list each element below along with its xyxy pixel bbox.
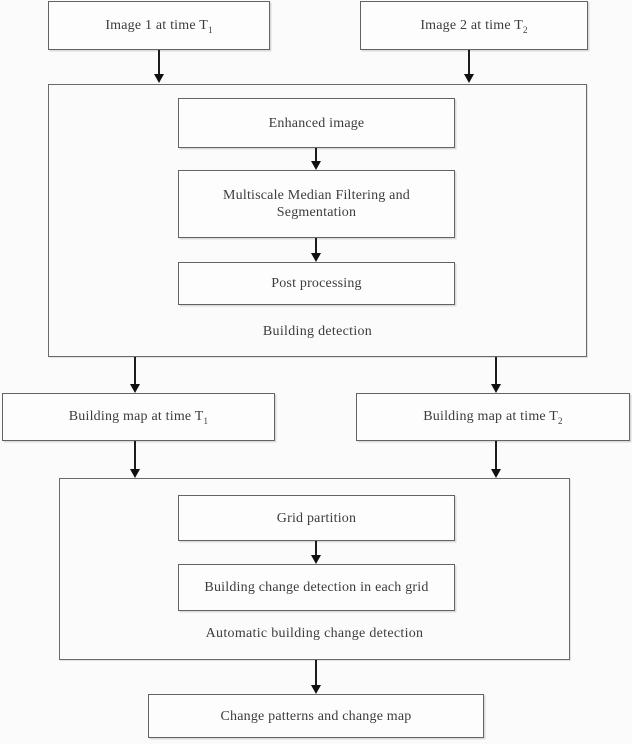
container-label-automatic-change-detection: Automatic building change detection xyxy=(205,626,424,641)
arrow-head-icon xyxy=(130,469,140,478)
arrow-head-icon xyxy=(464,74,474,83)
flow-box-grid-partition: Grid partition xyxy=(178,495,455,541)
flow-box-enhanced-image-label: Enhanced image xyxy=(268,115,365,131)
arrow-grid-to-change-in-grid xyxy=(310,541,322,564)
arrow-shaft xyxy=(495,441,497,470)
arrow-head-icon xyxy=(130,384,140,393)
flow-box-multiscale-median-filtering-label: Multiscale Median Filtering and Segmenta… xyxy=(223,188,410,220)
flow-box-change-detection-in-grid-label: Building change detection in each grid xyxy=(204,580,429,595)
flow-box-change-detection-in-grid: Building change detection in each grid xyxy=(178,564,455,611)
arrow-head-icon xyxy=(491,469,501,478)
arrow-detection-to-map2 xyxy=(490,357,502,393)
flow-box-building-map-2-label: Building map at time T2 xyxy=(423,409,563,426)
flow-box-building-map-2: Building map at time T2 xyxy=(356,393,630,441)
arrow-shaft xyxy=(158,50,160,75)
arrow-shaft xyxy=(468,50,470,75)
arrow-shaft xyxy=(315,238,317,254)
flow-box-building-map-1: Building map at time T1 xyxy=(2,393,275,441)
arrow-map1-to-change-detection xyxy=(129,441,141,478)
arrow-shaft xyxy=(495,357,497,385)
arrow-shaft xyxy=(315,660,317,686)
arrow-image1-to-building-detection xyxy=(153,50,165,83)
arrow-map2-to-change-detection xyxy=(490,441,502,478)
arrow-head-icon xyxy=(311,253,321,262)
flow-box-enhanced-image: Enhanced image xyxy=(178,98,455,148)
arrow-shaft xyxy=(315,541,317,556)
subscript-t1: 1 xyxy=(203,415,209,426)
subscript-t1: 1 xyxy=(207,24,213,35)
arrow-enhanced-to-multiscale xyxy=(310,148,322,170)
flow-box-image-2-label: Image 2 at time T2 xyxy=(420,17,528,35)
arrow-head-icon xyxy=(311,161,321,170)
arrow-shaft xyxy=(134,441,136,470)
arrow-head-icon xyxy=(154,74,164,83)
arrow-head-icon xyxy=(311,685,321,694)
flow-box-image-1: Image 1 at time T1 xyxy=(48,1,270,50)
arrow-image2-to-building-detection xyxy=(463,50,475,83)
flow-box-change-patterns-output-label: Change patterns and change map xyxy=(220,708,412,724)
flow-box-building-map-1-label: Building map at time T1 xyxy=(68,409,209,426)
container-building-detection xyxy=(48,84,587,357)
arrow-detection-to-map1 xyxy=(129,357,141,393)
container-label-building-detection: Building detection xyxy=(262,324,373,339)
container-automatic-change-detection xyxy=(59,478,570,660)
arrow-head-icon xyxy=(491,384,501,393)
flow-box-post-processing-label: Post processing xyxy=(271,276,362,291)
flow-box-image-2: Image 2 at time T2 xyxy=(360,1,588,50)
subscript-t2: 2 xyxy=(558,415,563,426)
arrow-multiscale-to-postprocessing xyxy=(310,238,322,262)
arrow-head-icon xyxy=(311,555,321,564)
arrow-shaft xyxy=(134,357,136,385)
flow-box-grid-partition-label: Grid partition xyxy=(276,510,357,526)
flow-box-change-patterns-output: Change patterns and change map xyxy=(148,694,484,738)
arrow-shaft xyxy=(315,148,317,162)
flow-box-post-processing: Post processing xyxy=(178,262,455,305)
subscript-t2: 2 xyxy=(522,24,528,35)
arrow-change-detection-to-output xyxy=(310,660,322,694)
flow-box-multiscale-median-filtering: Multiscale Median Filtering and Segmenta… xyxy=(178,170,455,238)
flow-box-image-1-label: Image 1 at time T1 xyxy=(105,17,213,35)
